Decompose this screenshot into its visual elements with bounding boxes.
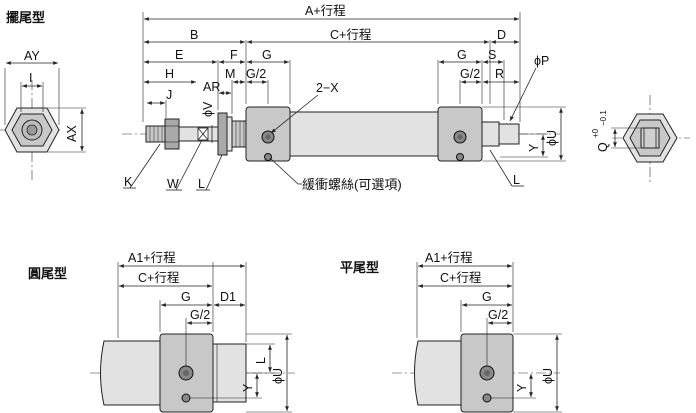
main-view-dimensions: A+行程 B C+行程 D E F G G S H AR M (123, 3, 566, 192)
dim-A1-plus-stroke-round: A1+行程 (128, 250, 176, 265)
dim-G-flat: G (482, 290, 492, 304)
dim-phi-P: ϕP (534, 54, 549, 68)
dim-M: M (225, 67, 235, 81)
dim-Q-tol-minus: −0.1 (599, 110, 608, 126)
dim-Y-round: Y (241, 383, 255, 392)
dim-G-round: G (181, 290, 191, 304)
round-tail-view: A1+行程 C+行程 G D1 G/2 ϕU L Y (90, 250, 295, 413)
leader-W: W (167, 177, 179, 191)
dim-A1-plus-stroke-flat: A1+行程 (425, 250, 473, 265)
section-title-round-tail: 圓尾型 (28, 266, 67, 281)
cylinder-side-view (122, 106, 560, 162)
dim-phi-U-round: ϕU (271, 368, 285, 384)
dim-I: I (29, 71, 32, 85)
dim-Q: Q (596, 142, 610, 152)
flat-tail-view: A1+行程 C+行程 G G/2 ϕU Y (392, 250, 562, 413)
dim-G-front: G (262, 48, 272, 62)
front-end-view: AY I AX (0, 49, 86, 180)
dim-S: S (488, 48, 496, 62)
dim-B: B (190, 28, 198, 42)
dim-G-half-front: G/2 (246, 67, 266, 81)
dim-Q-tol-plus: +0 (591, 128, 600, 138)
dim-Y: Y (527, 143, 541, 152)
dim-G-half-flat: G/2 (488, 308, 508, 322)
dim-G-rear: G (457, 48, 467, 62)
dim-L-round: L (254, 357, 268, 364)
dim-2-X: 2−X (316, 81, 339, 95)
dim-R: R (495, 67, 504, 81)
note-cushion-screw: 緩衝螺絲(可選項) (302, 177, 402, 192)
leader-L-rear: L (513, 173, 520, 187)
dim-AR: AR (203, 80, 220, 94)
dim-J: J (166, 88, 172, 102)
section-title-flat-tail: 平尾型 (340, 260, 379, 275)
dim-G-half-round: G/2 (190, 308, 210, 322)
dim-C-plus-stroke: C+行程 (330, 27, 372, 42)
dim-AX: AX (65, 125, 79, 142)
dim-E: E (175, 48, 183, 62)
dim-Y-flat: Y (515, 383, 529, 392)
section-title-swing-tail: 擺尾型 (6, 10, 45, 25)
leader-K: K (124, 175, 133, 189)
rear-end-view: Q +0 −0.1 (591, 95, 690, 185)
dim-D: D (497, 28, 506, 42)
dim-F: F (230, 48, 238, 62)
dim-phi-U-flat: ϕU (541, 368, 555, 384)
dim-phi-U: ϕU (545, 130, 559, 146)
dim-H: H (165, 67, 174, 81)
dim-AY: AY (24, 49, 40, 63)
dim-A-plus-stroke: A+行程 (305, 3, 346, 18)
dim-D1: D1 (220, 290, 236, 304)
dim-G-half-rear: G/2 (460, 67, 480, 81)
dim-C-plus-stroke-round: C+行程 (138, 270, 180, 285)
leader-L-front: L (198, 177, 205, 191)
dim-phi-V: ϕV (201, 101, 215, 117)
dim-C-plus-stroke-flat: C+行程 (440, 270, 482, 285)
